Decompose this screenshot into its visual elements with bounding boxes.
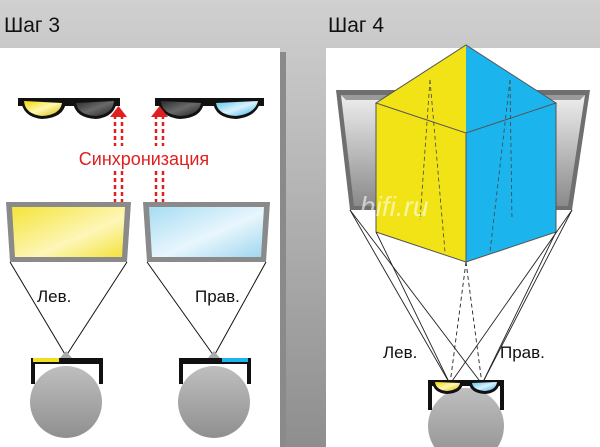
step4-left-label: Лев. [383, 343, 417, 362]
viewer-head-stereo [428, 380, 504, 447]
cube-top-blue [466, 45, 556, 133]
sync-arrowheads [110, 106, 168, 117]
step3-title: Шаг 3 [4, 14, 60, 37]
cube-top-yellow [376, 45, 466, 133]
screen-left-yellow [6, 202, 131, 262]
step4-title: Шаг 4 [328, 14, 384, 37]
glasses-left-yellow-dark [18, 98, 120, 119]
step4-right-label: Прав. [500, 343, 545, 362]
screen-right-blue [143, 202, 270, 262]
sync-label: Синхронизация [79, 149, 209, 169]
step3-right-label: Прав. [195, 287, 240, 306]
watermark: hifi.ru [360, 191, 429, 222]
step3-left-label: Лев. [37, 287, 71, 306]
view-lines-left [9, 261, 128, 357]
stereo-cube [374, 44, 558, 263]
view-lines-right [146, 261, 267, 357]
cube-left-face [376, 103, 466, 262]
glasses-right-dark-blue [155, 98, 264, 119]
sync-label-backdrop [64, 146, 224, 170]
viewer-head-left [30, 351, 103, 438]
viewer-head-right [178, 351, 251, 438]
cube-right-face [466, 103, 556, 262]
view-rays-solid [349, 209, 573, 385]
